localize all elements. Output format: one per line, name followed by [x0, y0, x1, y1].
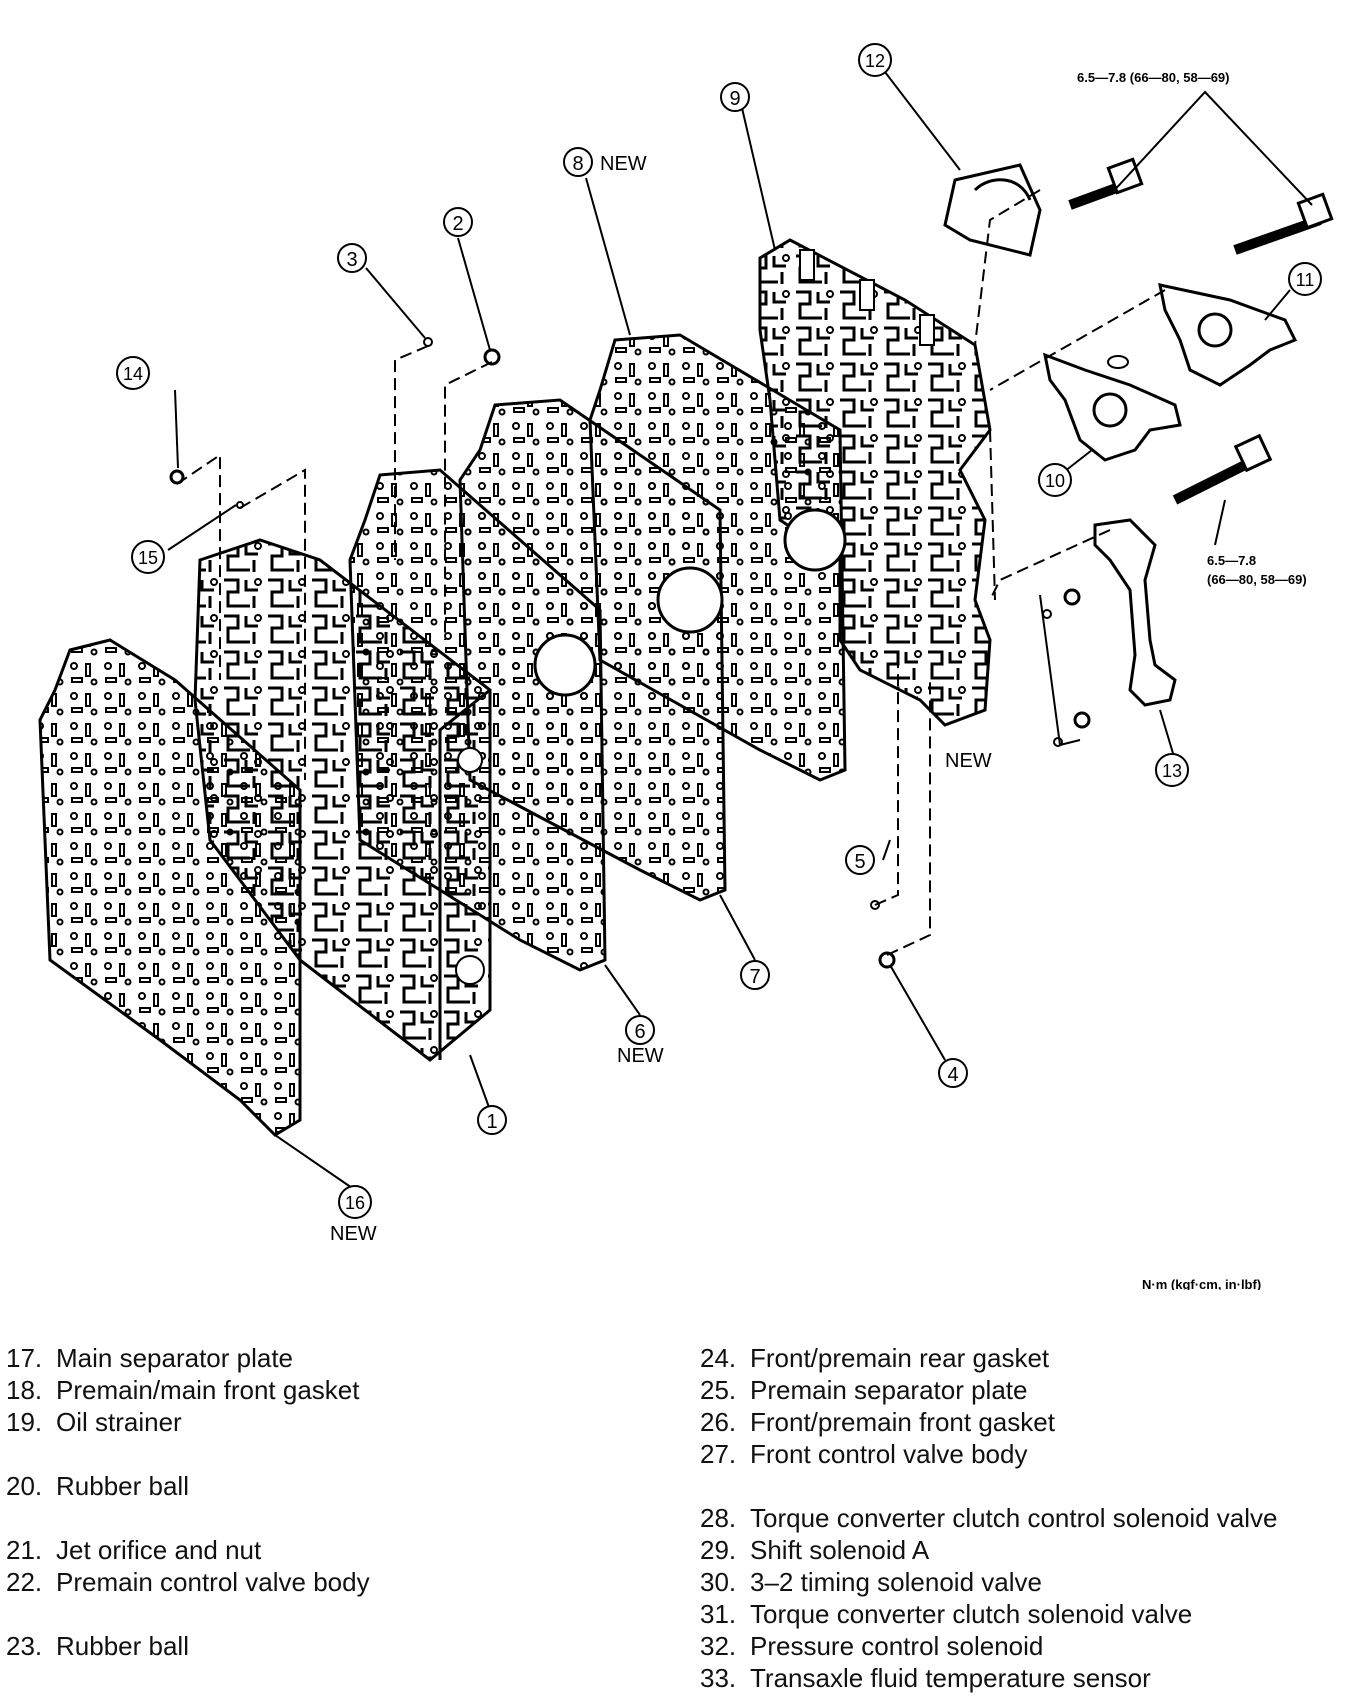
svg-text:2: 2	[452, 213, 463, 235]
callout-3: 3	[337, 243, 367, 273]
legend-item-24: 24.Front/premain rear gasket	[700, 1343, 1050, 1373]
new-label-6: NEW	[617, 1045, 664, 1067]
callout-5: 5	[845, 845, 875, 875]
callout-7: 7	[740, 960, 770, 990]
callout-14: 14	[116, 356, 150, 390]
svg-text:14: 14	[123, 364, 143, 384]
svg-text:9: 9	[729, 88, 740, 110]
legend-item-26: 26.Front/premain front gasket	[700, 1407, 1055, 1437]
callouts: 1 2 3 4 5 6 7 8 9 10 11 12 13 14 15 16 N…	[116, 43, 1322, 1290]
exploded-valve-body-diagram: 1 2 3 4 5 6 7 8 9 10 11 12 13 14 15 16 N…	[38, 43, 1334, 1290]
leader-lines	[167, 71, 1313, 1191]
torque-spec-right-1: 6.5—7.8	[1207, 553, 1256, 568]
callout-13: 13	[1155, 753, 1189, 787]
legend-item-31: 31.Torque converter clutch solenoid valv…	[700, 1599, 1193, 1629]
callout-12: 12	[858, 43, 892, 77]
svg-text:13: 13	[1162, 761, 1182, 781]
legend-item-33: 33.Transaxle fluid temperature sensor	[700, 1663, 1151, 1693]
callout-6: 6	[625, 1015, 655, 1045]
legend-item-25: 25.Premain separator plate	[700, 1375, 1028, 1405]
solenoid-10	[1042, 352, 1182, 462]
legend-item-28: 28.Torque converter clutch control solen…	[700, 1503, 1278, 1533]
new-label-16: NEW	[330, 1223, 377, 1245]
legend-item-20: 20.Rubber ball	[6, 1471, 189, 1501]
legend-item-29: 29.Shift solenoid A	[700, 1535, 930, 1565]
fluid-temperature-sensor-13	[1093, 518, 1177, 707]
solenoid-11	[1158, 283, 1298, 387]
legend-item-17: 17.Main separator plate	[6, 1343, 294, 1373]
new-label-13: NEW	[945, 750, 992, 772]
svg-text:15: 15	[138, 548, 158, 568]
legend-item-30: 30.3–2 timing solenoid valve	[700, 1567, 1042, 1597]
callout-4: 4	[938, 1058, 968, 1088]
svg-text:6: 6	[634, 1021, 645, 1043]
svg-text:12: 12	[865, 51, 885, 71]
legend-right: 24.Front/premain rear gasket 25.Premain …	[700, 1342, 1278, 1694]
svg-text:11: 11	[1296, 270, 1315, 290]
legend-item-19: 19.Oil strainer	[6, 1407, 182, 1437]
svg-text:7: 7	[749, 966, 760, 988]
bolts	[1068, 157, 1334, 505]
callout-1: 1	[477, 1105, 507, 1135]
callout-9: 9	[720, 82, 750, 112]
svg-text:5: 5	[854, 851, 865, 873]
torque-spec-right-2: (66—80, 58—69)	[1207, 572, 1307, 587]
svg-text:10: 10	[1045, 471, 1065, 491]
torque-spec-top: 6.5—7.8 (66—80, 58—69)	[1077, 70, 1229, 85]
main-separator-plate-16	[38, 638, 302, 1137]
legend-item-23: 23.Rubber ball	[6, 1631, 189, 1661]
svg-text:4: 4	[947, 1064, 958, 1086]
callout-2: 2	[443, 207, 473, 237]
svg-text:3: 3	[346, 249, 357, 271]
new-label-8: NEW	[600, 153, 647, 175]
legend-item-32: 32.Pressure control solenoid	[700, 1631, 1044, 1661]
callout-15: 15	[131, 540, 165, 574]
assembly-lines	[176, 189, 1166, 956]
svg-text:1: 1	[486, 1111, 497, 1133]
solenoid-cover-12	[943, 163, 1042, 257]
legend-left: 17.Main separator plate 18.Premain/main …	[6, 1342, 370, 1662]
svg-text:8: 8	[572, 153, 583, 175]
svg-text:16: 16	[345, 1193, 365, 1213]
units-label: N·m (kgf·cm, in·lbf)	[1142, 1277, 1261, 1290]
callout-16: 16	[338, 1185, 372, 1219]
legend-item-27: 27.Front control valve body	[700, 1439, 1028, 1469]
callout-11: 11	[1288, 262, 1322, 296]
legend-item-22: 22.Premain control valve body	[6, 1567, 370, 1597]
callout-8: 8	[563, 147, 593, 177]
callout-10: 10	[1038, 463, 1072, 497]
legend-item-18: 18.Premain/main front gasket	[6, 1375, 360, 1405]
legend-item-21: 21.Jet orifice and nut	[6, 1535, 262, 1565]
